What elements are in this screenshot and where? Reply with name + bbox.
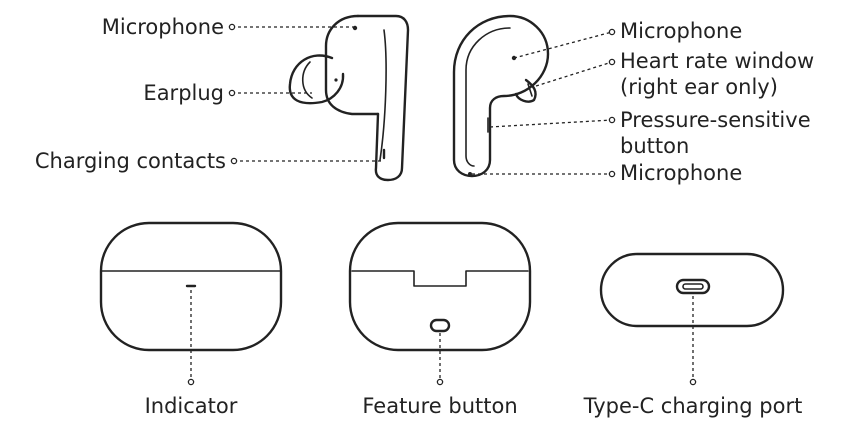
case-bottom-illustration <box>599 252 785 328</box>
label-type-c-port: Type-C charging port <box>583 394 803 418</box>
right-earbud-illustration <box>452 14 550 178</box>
label-pressure-sensitive: Pressure-sensitive <box>620 108 811 132</box>
label-microphone-left: Microphone <box>102 15 224 39</box>
label-heart-rate-note: (right ear only) <box>620 75 778 99</box>
case-back-illustration <box>348 221 532 352</box>
label-microphone-right-top: Microphone <box>620 19 742 43</box>
left-earbud-illustration <box>288 14 410 182</box>
label-indicator: Indicator <box>145 394 238 418</box>
label-feature-button: Feature button <box>362 394 517 418</box>
label-earplug: Earplug <box>143 81 224 105</box>
case-front-illustration <box>99 221 283 352</box>
label-microphone-right-bottom: Microphone <box>620 161 742 185</box>
label-pressure-button: button <box>620 134 689 158</box>
label-charging-contacts: Charging contacts <box>35 149 226 173</box>
label-heart-rate-window: Heart rate window <box>620 49 814 73</box>
